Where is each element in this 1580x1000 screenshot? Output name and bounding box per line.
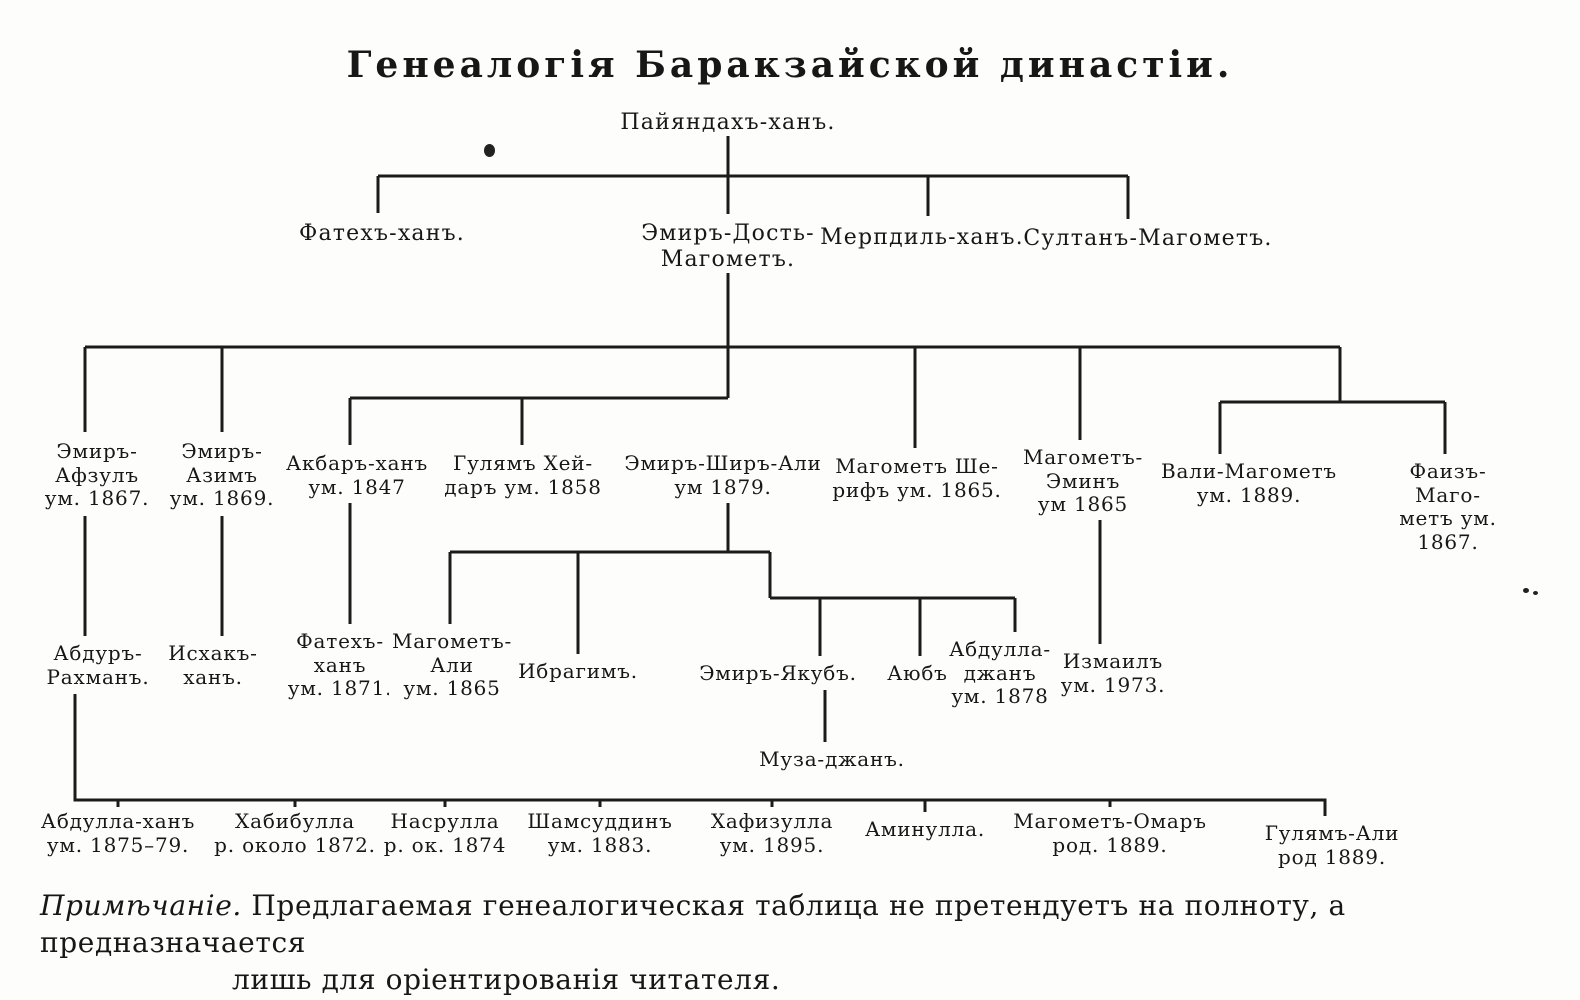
footnote-line2: лишь для оріентированія читателя. bbox=[232, 962, 781, 996]
footnote: Примѣчаніе. Предлагаемая генеалогическая… bbox=[40, 888, 1550, 999]
person-fateh2: Фатехъ- ханъ ум. 1871. bbox=[284, 629, 396, 701]
scan-speck-2 bbox=[1523, 588, 1529, 593]
person-habibulla: Хабибулла р. около 1872. bbox=[211, 809, 379, 858]
person-aminulla: Аминулла. bbox=[861, 817, 989, 842]
person-ibrahim: Ибрагимъ. bbox=[515, 659, 641, 684]
person-sultan: Султанъ-Магометъ. bbox=[1020, 226, 1276, 252]
person-fateh-khan: Фатехъ-ханъ. bbox=[296, 221, 468, 247]
person-payanda: Пайяндахъ-ханъ. bbox=[617, 110, 839, 136]
person-ghulam-h: Гулямъ Хей- даръ ум. 1858 bbox=[441, 451, 605, 500]
person-abdulla-jan: Абдулла- джанъ ум. 1878 bbox=[946, 637, 1054, 709]
person-musa-jan: Муза-джанъ. bbox=[756, 747, 908, 772]
footnote-label: Примѣчаніе. bbox=[40, 889, 242, 922]
person-abdur-rahman: Абдуръ- Рахманъ. bbox=[43, 641, 153, 690]
person-dost: Эмиръ-Дость- Магометъ. bbox=[638, 221, 818, 273]
person-mohammed-ali: Магометъ- Али ум. 1865 bbox=[388, 629, 516, 701]
person-azim: Эмиръ- Азимъ ум. 1869. bbox=[166, 439, 278, 511]
person-ghulam-ali: Гулямъ-Али род 1889. bbox=[1261, 821, 1403, 870]
person-yaqub: Эмиръ-Якубъ. bbox=[696, 661, 860, 686]
person-akbar: Акбаръ-ханъ ум. 1847 bbox=[283, 451, 431, 500]
person-abdulla2: Абдулла-ханъ ум. 1875–79. bbox=[37, 809, 199, 858]
scan-speck-1 bbox=[484, 144, 495, 157]
person-ismail: Измаилъ ум. 1973. bbox=[1057, 649, 1169, 698]
person-shamsuddin: Шамсуддинъ ум. 1883. bbox=[524, 809, 676, 858]
person-emin: Магометъ- Эминъ ум 1865 bbox=[1019, 445, 1147, 517]
person-sher-ali: Эмиръ-Ширъ-Али ум 1879. bbox=[621, 451, 825, 500]
person-hafizulla: Хафизулла ум. 1895. bbox=[707, 809, 837, 858]
footnote-line1: Предлагаемая генеалогическая таблица не … bbox=[40, 889, 1346, 959]
person-nasrulla: Насрулла р. ок. 1874 bbox=[380, 809, 510, 858]
person-omar: Магометъ-Омаръ род. 1889. bbox=[1010, 809, 1210, 858]
person-ayub: Аюбъ. bbox=[884, 661, 958, 686]
person-sherif: Магометъ Ше- рифъ ум. 1865. bbox=[829, 454, 1005, 503]
scan-speck-3 bbox=[1533, 591, 1538, 595]
person-merdil: Мерпдиль-ханъ. bbox=[817, 225, 1027, 251]
diagram-title: Генеалогія Баракзайской династіи. bbox=[346, 44, 1234, 86]
person-ishaq: Исхакъ- ханъ. bbox=[165, 641, 261, 690]
person-faiz: Фаизъ-Маго- метъ ум. 1867. bbox=[1382, 459, 1514, 555]
person-vali: Вали-Магометъ ум. 1889. bbox=[1158, 459, 1340, 508]
tree-edge bbox=[73, 694, 1327, 816]
person-afzul: Эмиръ- Афзулъ ум. 1867. bbox=[41, 439, 153, 511]
